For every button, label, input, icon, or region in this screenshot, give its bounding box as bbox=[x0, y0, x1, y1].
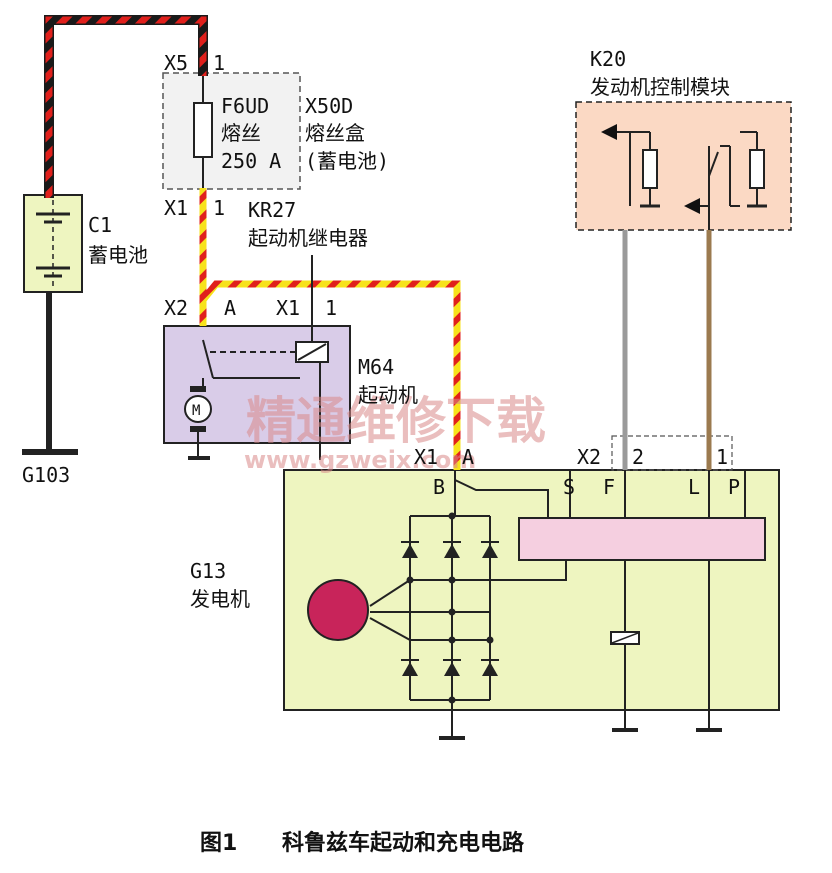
gen-pin-2: 2 bbox=[632, 445, 644, 469]
starter-pin-x1: X1 bbox=[276, 296, 300, 320]
generator-box bbox=[283, 469, 780, 711]
gen-term-p: P bbox=[728, 475, 740, 499]
connector-x2-outline bbox=[611, 435, 733, 471]
gen-term-f: F bbox=[603, 475, 615, 499]
gen-term-s: S bbox=[563, 475, 575, 499]
gen-term-l: L bbox=[688, 475, 700, 499]
ecm-name: K20 bbox=[590, 47, 626, 71]
diodes-upper bbox=[401, 541, 499, 558]
motor-symbol bbox=[184, 395, 212, 423]
voltage-regulator bbox=[518, 517, 766, 561]
generator-label: 发电机 bbox=[190, 587, 250, 611]
gen-conn-a: A bbox=[462, 445, 474, 469]
caption-title: 科鲁兹车起动和充电电路 bbox=[282, 830, 525, 856]
starter-pin-a: A bbox=[224, 296, 236, 320]
fuse-box-label: 熔丝盒 bbox=[305, 121, 365, 145]
generator-name: G13 bbox=[190, 559, 226, 583]
gen-conn-x1: X1 bbox=[414, 445, 438, 469]
fuse-connector-top: X5 bbox=[164, 51, 188, 75]
starter-pin-1: 1 bbox=[325, 296, 337, 320]
ecm-resistor-right bbox=[749, 149, 765, 189]
starter-pin-x2: X2 bbox=[164, 296, 188, 320]
fuse-box-name: X50D bbox=[305, 94, 353, 118]
generator-feed-cable bbox=[200, 280, 461, 470]
rotor-symbol bbox=[307, 579, 369, 641]
ecm-label: 发动机控制模块 bbox=[590, 75, 730, 99]
starter-name: M64 bbox=[358, 355, 394, 379]
watermark-text: 精通维修下载 bbox=[246, 392, 546, 450]
fuse-rating: 250 A bbox=[221, 149, 281, 173]
starter-label: 起动机 bbox=[358, 383, 418, 407]
diodes-lower bbox=[401, 659, 499, 676]
relay-name: KR27 bbox=[248, 198, 296, 222]
motor-letter: M bbox=[192, 403, 200, 419]
fuse-pin-top: 1 bbox=[213, 51, 225, 75]
battery-label: 蓄电池 bbox=[88, 243, 148, 267]
fuse-label: 熔丝 bbox=[221, 121, 261, 145]
ground-g103-label: G103 bbox=[22, 463, 70, 487]
caption-number: 图1 bbox=[200, 831, 237, 856]
fuse-symbol bbox=[193, 102, 213, 158]
fuse-pin-bottom: 1 bbox=[213, 196, 225, 220]
gen-conn-x2: X2 bbox=[577, 445, 601, 469]
gen-term-b: B bbox=[433, 475, 445, 499]
relay-label: 起动机继电器 bbox=[248, 226, 368, 250]
fuse-box-sublabel: (蓄电池) bbox=[305, 149, 389, 173]
ecm-resistor-left bbox=[642, 149, 658, 189]
battery-name: C1 bbox=[88, 213, 112, 237]
watermark-url: www.gzweix.com bbox=[244, 446, 476, 474]
gen-pin-1: 1 bbox=[716, 445, 728, 469]
fuse-box-outline bbox=[162, 72, 301, 190]
fuse-connector-bottom: X1 bbox=[164, 196, 188, 220]
fuse-name: F6UD bbox=[221, 94, 269, 118]
